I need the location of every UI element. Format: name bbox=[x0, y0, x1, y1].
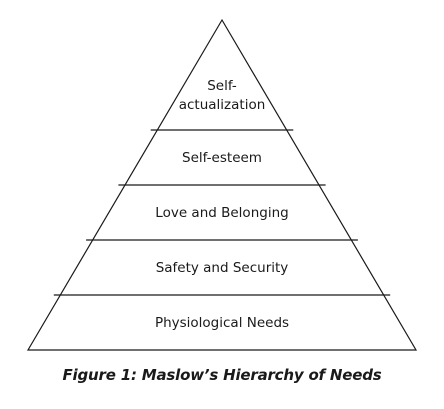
pyramid-diagram: Self- actualization Self-esteem Love and… bbox=[26, 18, 418, 351]
level-label-safety-and-security: Safety and Security bbox=[156, 260, 289, 276]
level-label-self-actualization-line-1: Self- bbox=[207, 78, 237, 94]
level-label-love-and-belonging: Love and Belonging bbox=[155, 205, 288, 221]
level-label-self-actualization-line-2: actualization bbox=[179, 97, 266, 113]
level-label-self-esteem: Self-esteem bbox=[182, 150, 262, 166]
level-label-physiological-needs: Physiological Needs bbox=[155, 315, 289, 331]
figure-caption: Figure 1: Maslow’s Hierarchy of Needs bbox=[62, 366, 382, 384]
